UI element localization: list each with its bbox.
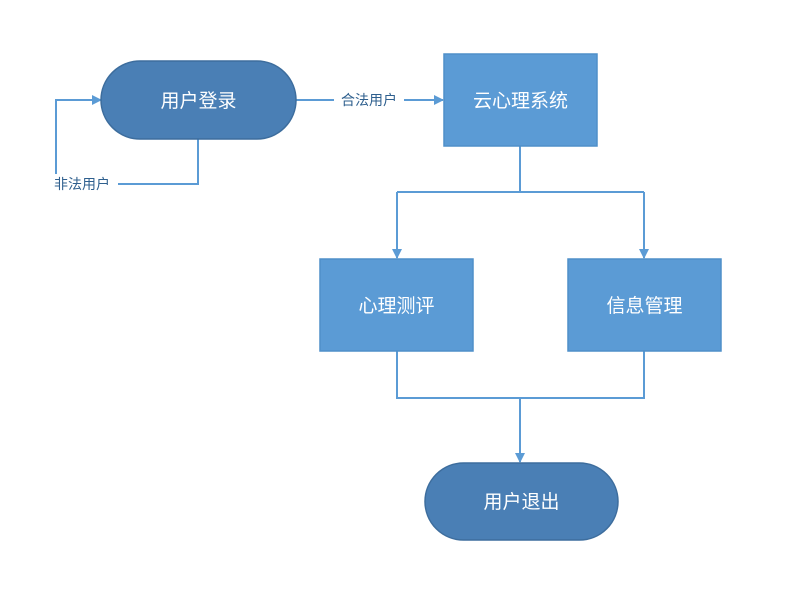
node-info: 信息管理 [567, 258, 722, 352]
node-logout: 用户退出 [424, 462, 619, 541]
node-login-label: 用户登录 [160, 90, 236, 112]
node-assessment-label: 心理测评 [358, 295, 434, 317]
node-info-label: 信息管理 [606, 295, 682, 317]
connectors [55, 95, 649, 463]
edge-label-legal-text: 合法用户 [341, 92, 397, 109]
node-assessment: 心理测评 [319, 258, 474, 352]
node-system-label: 云心理系统 [473, 90, 568, 112]
edge-label-illegal: 非法用户 [46, 174, 118, 194]
node-system: 云心理系统 [443, 53, 598, 147]
node-logout-label: 用户退出 [483, 491, 559, 513]
edge-label-legal: 合法用户 [334, 90, 404, 110]
node-login: 用户登录 [100, 60, 297, 140]
connector-from-assessment [396, 351, 645, 399]
edge-label-illegal-text: 非法用户 [54, 176, 110, 193]
